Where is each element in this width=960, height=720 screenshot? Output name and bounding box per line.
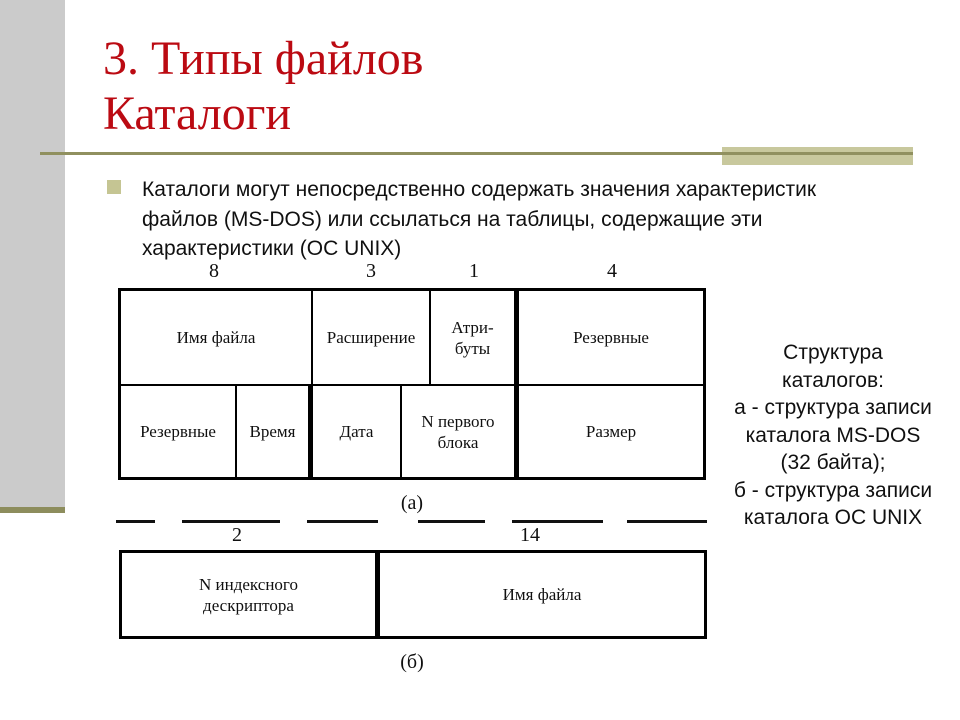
bullet-text: Каталоги могут непосредственно содержать…	[142, 178, 817, 260]
ruler-dash	[627, 520, 707, 523]
table-cell-first-block: N первого блока	[402, 386, 519, 477]
ruler-dash	[307, 520, 378, 523]
title-underline	[40, 152, 913, 155]
ruler-count-label: 14	[520, 524, 540, 546]
ruler-count-label: 2	[232, 524, 242, 546]
dos-record-table: Имя файла Расширение Атри- буты Резервны…	[118, 288, 706, 480]
table-cell-date: Дата	[313, 386, 402, 477]
title-underline-accent	[722, 147, 913, 165]
unix-record-table: N индексного дескриптора Имя файла	[119, 550, 707, 639]
dos-record-row-2: Резервные Время Дата N первого блока Раз…	[121, 386, 703, 477]
table-cell-size: Размер	[585, 422, 637, 441]
caption-b: (б)	[400, 651, 424, 673]
table-cell-reserved-1: Резервные	[573, 328, 649, 347]
bullet-marker	[107, 180, 121, 194]
byte-count-label: 1	[469, 260, 479, 282]
table-cell-reserved-2: Резервные	[121, 386, 237, 477]
ruler-dash	[182, 520, 280, 523]
ruler-dash	[116, 520, 155, 523]
table-cell-file-name: Имя файла	[121, 291, 313, 384]
table-cell-inode-number: N индексного дескриптора	[122, 553, 380, 636]
table-cell-extension: Расширение	[313, 291, 431, 384]
table-cell-unix-file-name: Имя файла	[502, 585, 582, 604]
byte-count-label: 3	[366, 260, 376, 282]
caption-a: (а)	[400, 492, 424, 514]
dos-record-row-1: Имя файла Расширение Атри- буты Резервны…	[121, 291, 703, 386]
ruler-dash	[512, 520, 603, 523]
table-cell-attributes: Атри- буты	[431, 291, 519, 384]
slide-title: 3. Типы файлов Каталоги	[103, 32, 424, 140]
ruler-dash	[418, 520, 485, 523]
left-gray-bar	[0, 0, 65, 507]
left-bar-accent-stripe	[0, 507, 65, 513]
byte-count-label: 4	[607, 260, 617, 282]
side-caption: Структура каталогов: а - структура запис…	[733, 341, 933, 529]
byte-count-label: 8	[209, 260, 219, 282]
table-cell-time: Время	[237, 386, 313, 477]
